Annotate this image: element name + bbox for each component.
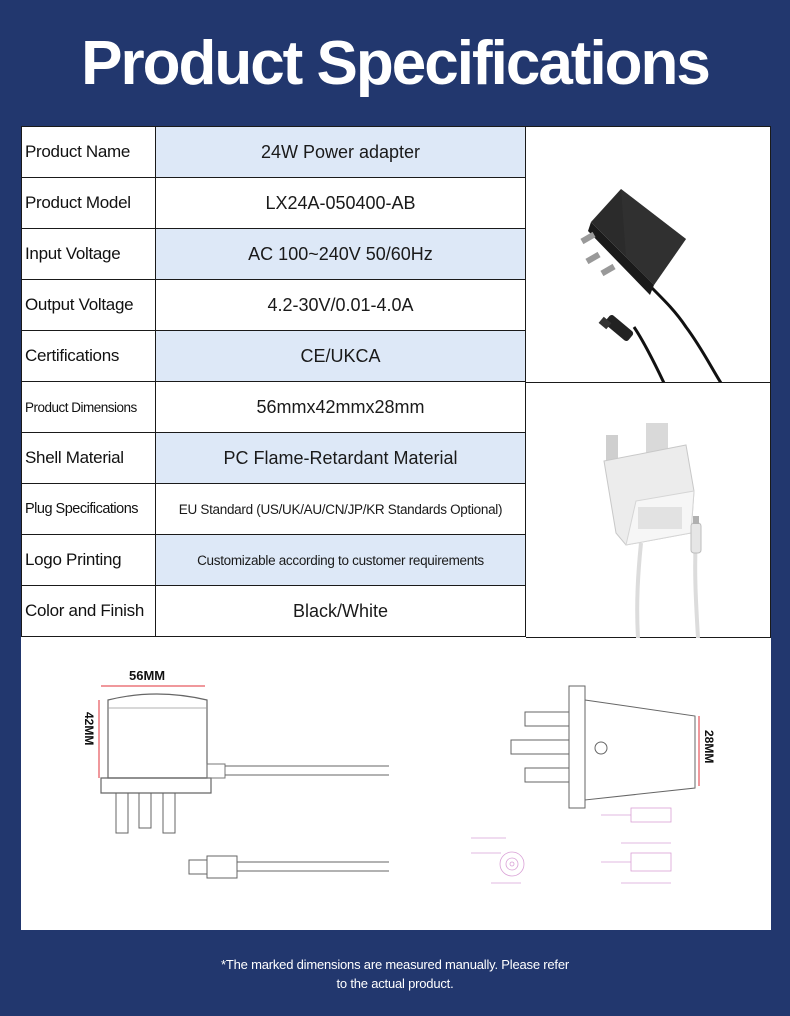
spec-label: Output Voltage bbox=[21, 279, 156, 331]
spec-value: Black/White bbox=[155, 585, 526, 637]
spec-value: 4.2-30V/0.01-4.0A bbox=[155, 279, 526, 331]
white-adapter-image bbox=[603, 423, 702, 639]
spec-value: 56mmx42mmx28mm bbox=[155, 381, 526, 433]
spec-table: Product Name 24W Power adapter Product M… bbox=[21, 126, 526, 637]
spec-label: Color and Finish bbox=[21, 585, 156, 637]
spec-row: Output Voltage 4.2-30V/0.01-4.0A bbox=[21, 279, 526, 331]
spec-label: Product Model bbox=[21, 177, 156, 229]
spec-row: Certifications CE/UKCA bbox=[21, 330, 526, 382]
footnote: *The marked dimensions are measured manu… bbox=[0, 955, 790, 993]
spec-label: Product Name bbox=[21, 126, 156, 178]
spec-row: Input Voltage AC 100~240V 50/60Hz bbox=[21, 228, 526, 280]
spec-label: Product Dimensions bbox=[21, 381, 156, 433]
spec-panel: Product Name 24W Power adapter Product M… bbox=[21, 126, 771, 639]
spec-row: Logo Printing Customizable according to … bbox=[21, 534, 526, 586]
spec-row: Shell Material PC Flame-Retardant Materi… bbox=[21, 432, 526, 484]
connector-detail-drawing bbox=[471, 807, 672, 884]
spec-value: LX24A-050400-AB bbox=[155, 177, 526, 229]
depth-dimension-label: 28MM bbox=[702, 730, 716, 763]
spec-value: PC Flame-Retardant Material bbox=[155, 432, 526, 484]
spec-label: Certifications bbox=[21, 330, 156, 382]
footnote-line-2: to the actual product. bbox=[336, 976, 454, 991]
spec-row: Product Model LX24A-050400-AB bbox=[21, 177, 526, 229]
spec-row: Plug Specifications EU Standard (US/UK/A… bbox=[21, 483, 526, 535]
height-dimension-label: 42MM bbox=[82, 712, 96, 745]
spec-row: Product Name 24W Power adapter bbox=[21, 126, 526, 178]
black-adapter-image bbox=[580, 189, 723, 384]
width-dimension-label: 56MM bbox=[129, 668, 165, 683]
black-adapter-photo bbox=[526, 126, 771, 384]
spec-label: Shell Material bbox=[21, 432, 156, 484]
spec-label: Input Voltage bbox=[21, 228, 156, 280]
spec-row: Product Dimensions 56mmx42mmx28mm bbox=[21, 381, 526, 433]
spec-value: AC 100~240V 50/60Hz bbox=[155, 228, 526, 280]
spec-label: Logo Printing bbox=[21, 534, 156, 586]
spec-label: Plug Specifications bbox=[21, 483, 156, 535]
dimension-drawing: 56MM 42MM 28MM bbox=[82, 668, 716, 884]
spec-value: Customizable according to customer requi… bbox=[155, 534, 526, 586]
footnote-line-1: *The marked dimensions are measured manu… bbox=[221, 957, 569, 972]
spec-value: 24W Power adapter bbox=[155, 126, 526, 178]
white-adapter-photo bbox=[526, 382, 771, 639]
spec-value: CE/UKCA bbox=[155, 330, 526, 382]
spec-value: EU Standard (US/UK/AU/CN/JP/KR Standards… bbox=[155, 483, 526, 535]
page-title: Product Specifications bbox=[81, 29, 711, 98]
dimension-drawing-panel: 56MM 42MM 28MM bbox=[21, 638, 771, 930]
spec-row: Color and Finish Black/White bbox=[21, 585, 526, 637]
